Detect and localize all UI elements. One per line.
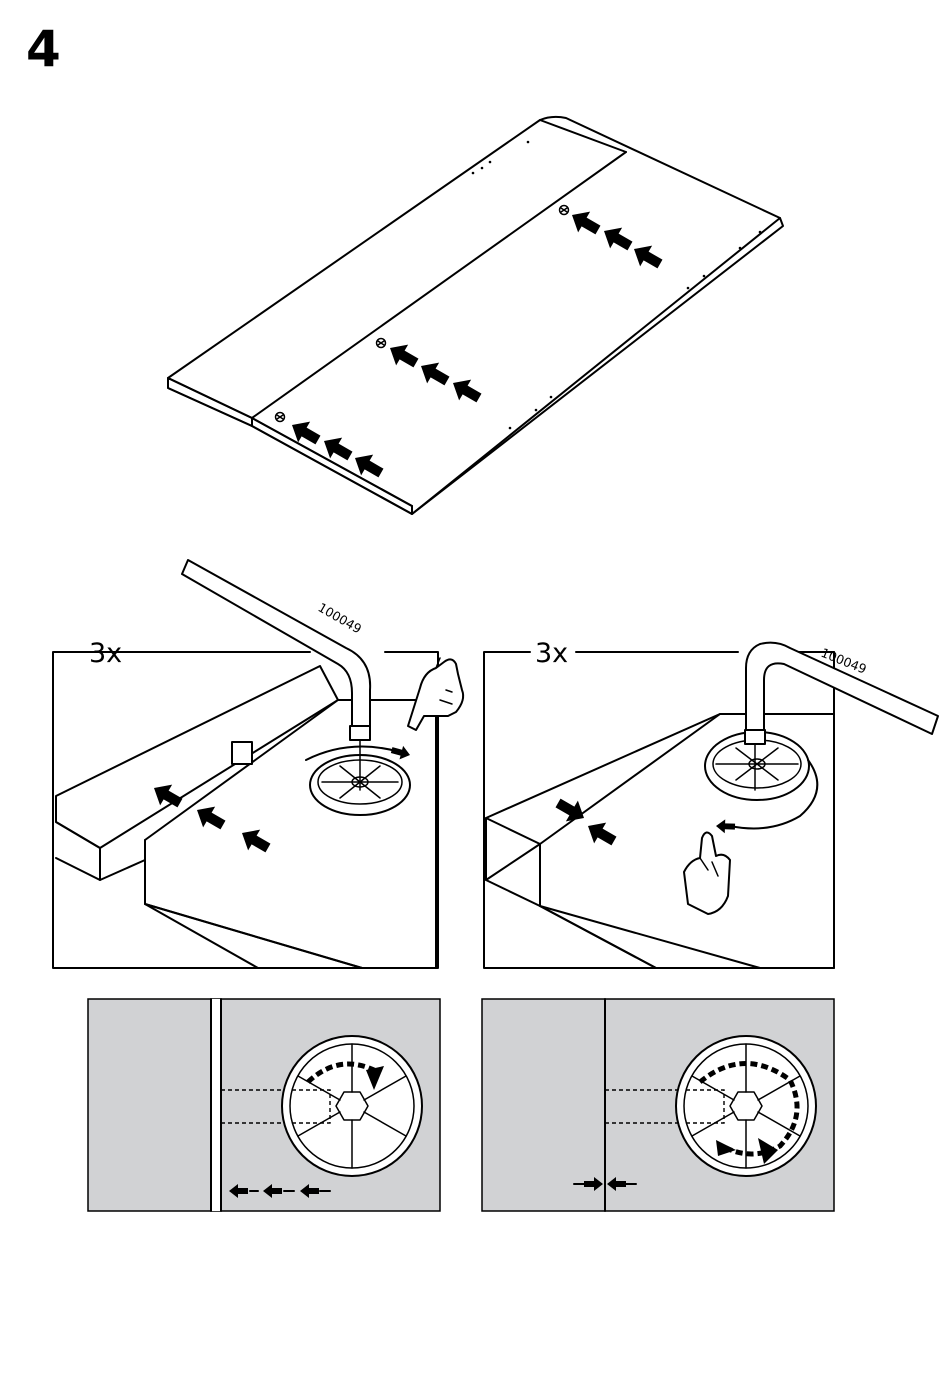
panel-closed: 3x 100049	[484, 638, 938, 968]
cam-lock-icon	[676, 1036, 816, 1176]
detail-open	[88, 999, 440, 1211]
panel-tighten: 3x 100049	[53, 560, 463, 968]
count-label: 3x	[89, 638, 122, 669]
part-code: 100049	[316, 600, 365, 637]
count-label: 3x	[535, 638, 568, 669]
detail-closed	[482, 999, 834, 1211]
step-number: 4	[26, 20, 61, 78]
cam-lock-icon	[282, 1036, 422, 1176]
tabletop-illustration	[168, 117, 783, 514]
